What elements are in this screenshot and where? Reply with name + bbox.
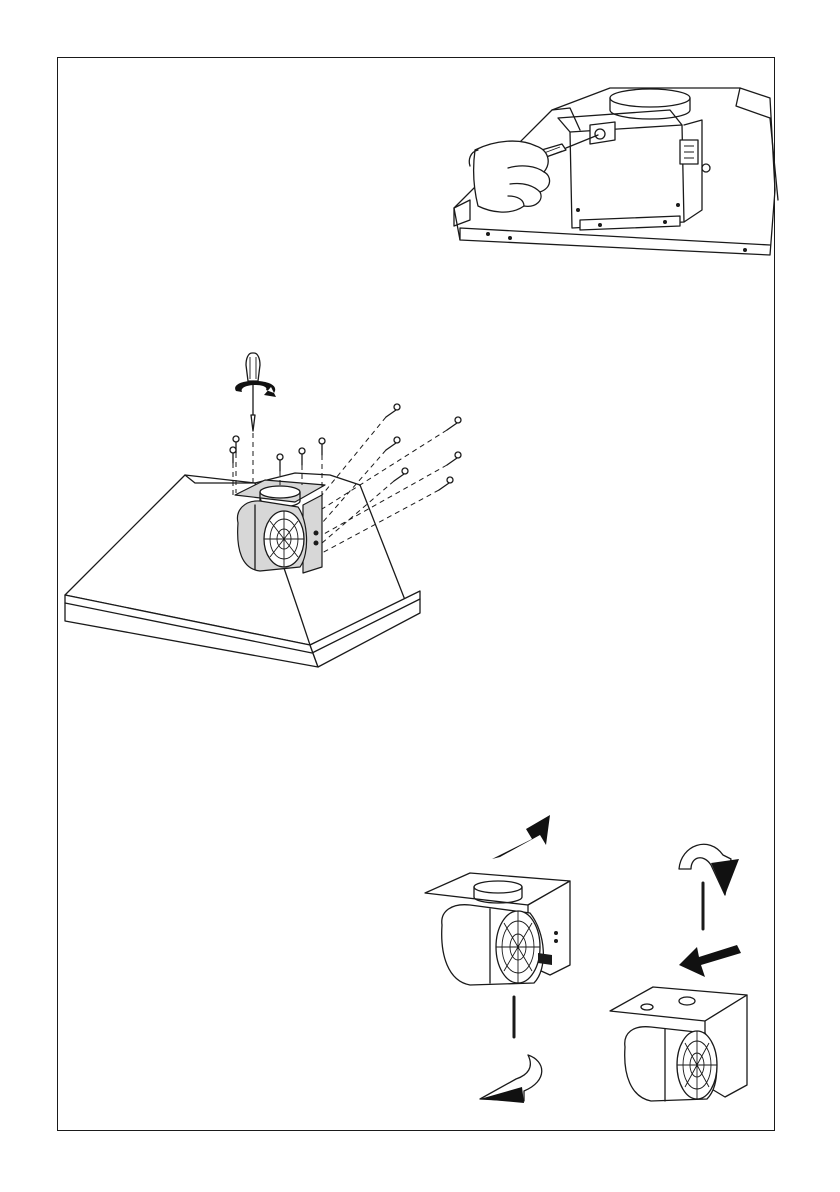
direction-arrow-icon — [492, 815, 550, 859]
motor-rotation-figure — [420, 805, 590, 1110]
hand-icon — [469, 141, 549, 212]
screw-icon — [230, 436, 325, 471]
screwdriver-removal-figure — [440, 80, 780, 265]
screwdriver-icon — [246, 353, 260, 431]
screw-icon — [386, 404, 461, 490]
rotate-arrow-icon — [235, 381, 276, 397]
screw-assembly-figure — [60, 345, 480, 675]
motor-rotated-figure — [605, 835, 765, 1110]
direction-arrow-icon — [679, 945, 741, 977]
